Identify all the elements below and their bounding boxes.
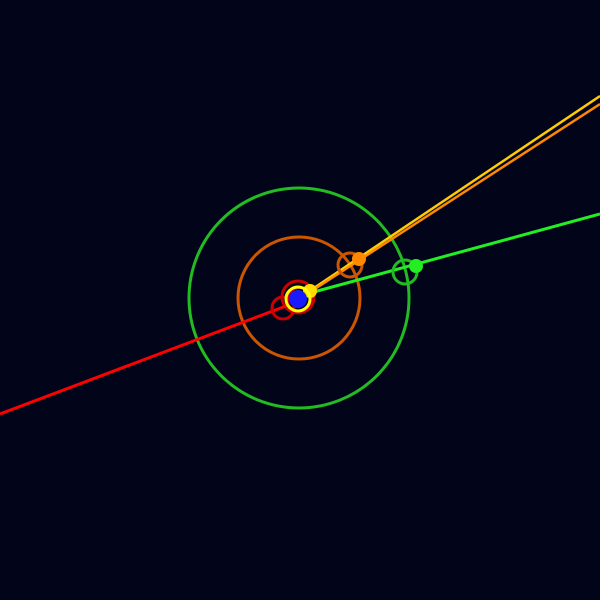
yellow-body[interactable]	[303, 284, 317, 298]
green-body[interactable]	[409, 259, 423, 273]
trajectory-red	[0, 304, 287, 416]
red-target-ring	[270, 295, 296, 321]
planet-ring	[284, 285, 312, 313]
orange-body[interactable]	[352, 252, 366, 266]
trajectory-orange	[303, 102, 600, 298]
orbit-outer	[187, 186, 411, 410]
planet-icon[interactable]	[289, 290, 307, 308]
orbit-middle	[236, 235, 362, 361]
trajectory-green	[309, 212, 600, 295]
